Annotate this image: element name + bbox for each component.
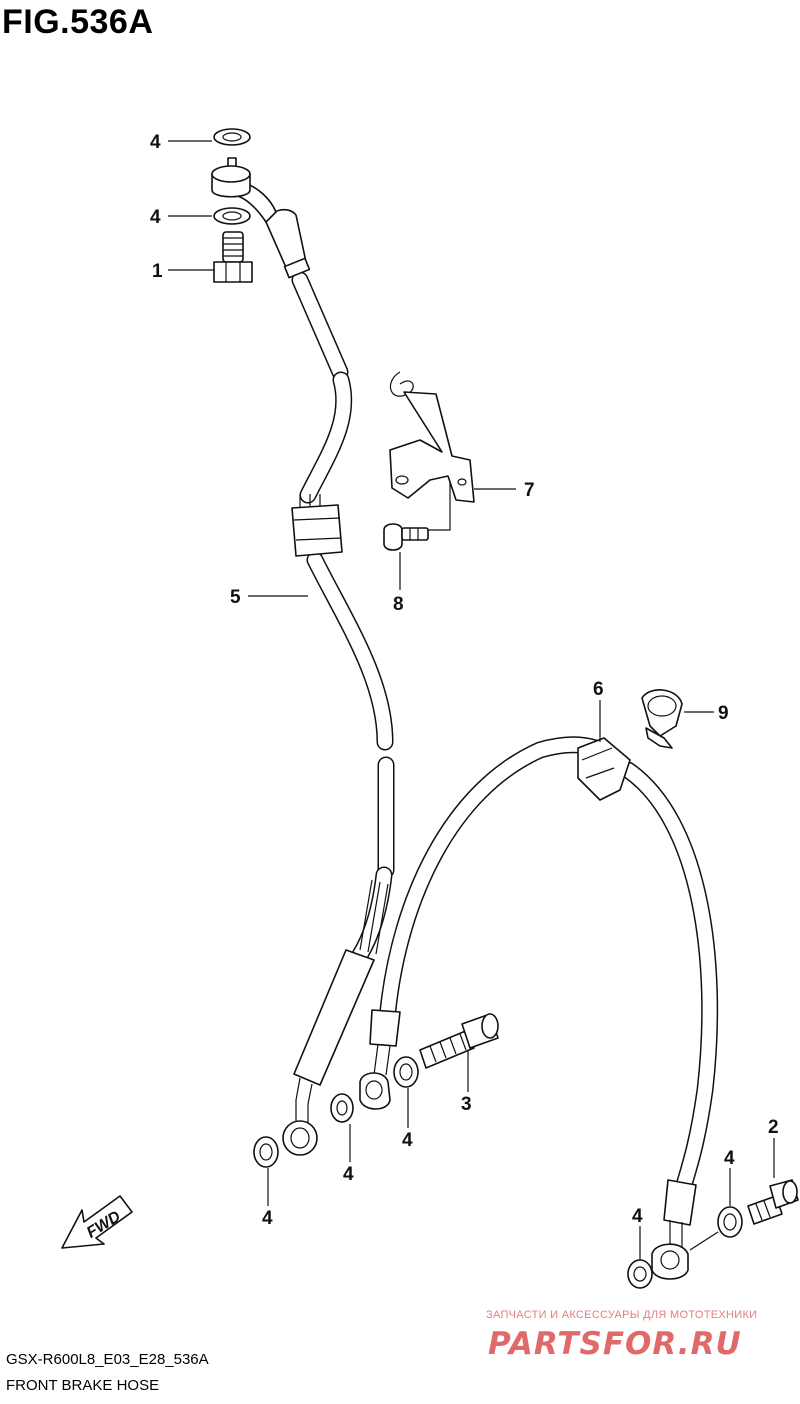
model-code: GSX-R600L8_E03_E28_536A xyxy=(6,1351,209,1368)
callout-washer-right-lower: 4 xyxy=(632,1206,643,1227)
callout-labels: 4 4 1 7 8 5 6 9 3 4 4 4 2 4 4 xyxy=(150,132,779,1229)
figure-title: FIG.536A xyxy=(2,3,154,41)
hose-bracket[interactable] xyxy=(389,371,475,503)
watermark-logo: PARTSFOR.RU xyxy=(488,1326,742,1362)
upper-banjo-fitting[interactable] xyxy=(211,128,253,283)
banjo-bolt-3[interactable] xyxy=(419,1013,499,1069)
lower-center-banjo[interactable] xyxy=(330,1056,419,1123)
callout-washer-right-upper: 4 xyxy=(724,1148,735,1169)
callout-bracket-bolt: 8 xyxy=(393,594,404,615)
callout-banjo-bolt-2: 2 xyxy=(768,1117,779,1138)
callout-clip: 9 xyxy=(718,703,729,724)
callout-bracket: 7 xyxy=(524,480,535,501)
callout-washer-center-left: 4 xyxy=(343,1164,354,1185)
lower-left-banjo[interactable] xyxy=(253,1120,318,1168)
callout-banjo-bolt-3: 3 xyxy=(461,1094,472,1115)
lower-brake-hose[interactable] xyxy=(369,736,719,1250)
upper-brake-hose[interactable] xyxy=(237,182,395,1125)
callout-union-bolt: 1 xyxy=(152,261,163,282)
hose-clip[interactable] xyxy=(641,689,683,749)
bracket-bolt[interactable] xyxy=(383,482,451,551)
watermark-tagline: ЗАПЧАСТИ И АКСЕССУАРЫ ДЛЯ МОТОТЕХНИКИ xyxy=(486,1309,758,1321)
leader-lines xyxy=(168,140,775,1260)
lower-right-banjo[interactable] xyxy=(627,1206,743,1289)
callout-upper-hose: 5 xyxy=(230,587,241,608)
callout-washer-top: 4 xyxy=(150,132,161,153)
forward-direction-badge: FWD xyxy=(61,1195,133,1249)
banjo-bolt-2[interactable] xyxy=(747,1179,799,1225)
callout-lower-hose: 6 xyxy=(593,679,604,700)
watermark-logo-text: PARTSFOR.RU xyxy=(488,1326,742,1362)
callout-washer-center-right: 4 xyxy=(402,1130,413,1151)
callout-washer-left: 4 xyxy=(262,1208,273,1229)
section-title: FRONT BRAKE HOSE xyxy=(6,1377,160,1394)
callout-washer-upper: 4 xyxy=(150,207,161,228)
